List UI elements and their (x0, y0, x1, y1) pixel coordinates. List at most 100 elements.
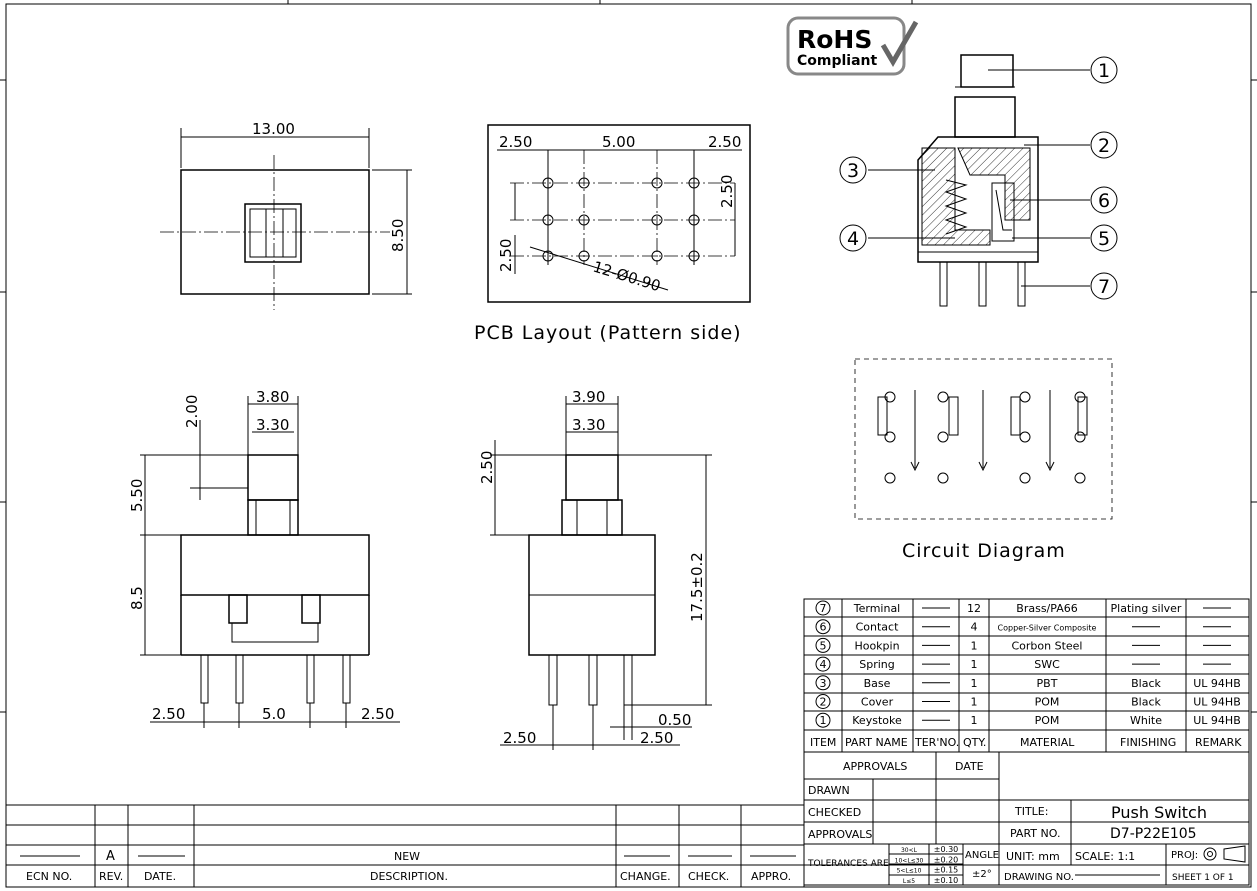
tolerance-value: ±0.10 (934, 876, 959, 885)
bom-cell-finishing: Black (1131, 696, 1161, 709)
rohs-logo-subtext: Compliant (797, 53, 878, 69)
pcb-dim-vert: 2.50 (718, 175, 736, 208)
section-view (917, 54, 1039, 307)
side-dim-250: 2.50 (478, 451, 496, 484)
angle-label: ANGLE (965, 850, 999, 861)
bom-header-name: PART NAME (845, 736, 908, 749)
top-height-dim: 8.50 (389, 219, 407, 252)
approvals-drawn: DRAWN (808, 784, 850, 797)
bom-item-circle (815, 600, 831, 616)
part-no-label: PART NO. (1010, 827, 1060, 840)
pcb-layout-title: PCB Layout (Pattern side) (474, 322, 742, 344)
rev-header-check: CHECK. (688, 870, 729, 883)
side-dim-bottom-left: 2.50 (503, 729, 536, 747)
bom-header-qty: QTY. (963, 736, 986, 749)
proj-label: PROJ: (1171, 850, 1198, 861)
bom-cell-name: Spring (859, 658, 895, 671)
bom-cell-remark: UL 94HB (1193, 714, 1241, 727)
tolerance-value: ±0.20 (934, 855, 959, 864)
tolerance-value: ±0.15 (934, 866, 959, 875)
pcb-dim-right: 2.50 (708, 133, 741, 151)
tolerance-value: ±0.30 (934, 845, 959, 854)
callout-1: 1 (1098, 60, 1110, 82)
tolerances-label: TOLERANCES ARE (807, 859, 889, 869)
bom-cell-qty: 4 (971, 621, 978, 634)
bom-cell-material: Corbon Steel (1011, 639, 1082, 652)
bom-cell-qty: 1 (971, 714, 978, 727)
rev-header-desc: DESCRIPTION. (370, 870, 448, 883)
side-dim-390: 3.90 (572, 388, 605, 406)
bom-item-circle (815, 619, 831, 635)
title-label: TITLE: (1014, 805, 1048, 818)
bom-cell-qty: 1 (971, 677, 978, 690)
callout-2: 2 (1098, 135, 1110, 157)
front-dim-bottom-left: 2.50 (152, 705, 185, 723)
side-dim-175: 17.5±0.2 (688, 552, 706, 622)
front-dim-200: 2.00 (183, 395, 201, 428)
bom-cell-name: Contact (856, 621, 899, 634)
bom-cell-material: Copper-Silver Composite (998, 624, 1097, 633)
circuit-diagram-title: Circuit Diagram (902, 540, 1066, 562)
bom-item-circle (815, 712, 831, 728)
bom-cell-material: POM (1035, 714, 1060, 727)
front-dim-330: 3.30 (256, 416, 289, 434)
bom-cell-item: 5 (820, 639, 827, 652)
side-dim-330: 3.30 (572, 416, 605, 434)
callout-3: 3 (847, 160, 859, 182)
pcb-holes-note: 12-Ø0.90 (591, 258, 663, 296)
bom-header-finishing: FINISHING (1120, 736, 1176, 749)
bom-cell-item: 3 (820, 677, 827, 690)
tolerance-range: 30<L (901, 847, 918, 854)
front-dim-380: 3.80 (256, 388, 289, 406)
approvals-approvals: APPROVALS (808, 828, 872, 841)
unit-label: UNIT: mm (1006, 850, 1060, 863)
title-block: APPROVALS DATE DRAWN CHECKED APPROVALS T… (803, 751, 1250, 886)
bom-cell-material: SWC (1034, 658, 1060, 671)
bom-cell-item: 2 (820, 696, 827, 709)
front-view: 3.80 3.30 2.00 5.50 8.5 2.50 5.0 2.50 (128, 388, 400, 728)
part-no-value: D7-P22E105 (1110, 826, 1197, 842)
rev-header-ecn: ECN NO. (26, 870, 72, 883)
bom-cell-finishing: Black (1131, 677, 1161, 690)
rohs-logo: RoHS Compliant (786, 16, 919, 76)
bom-cell-remark: UL 94HB (1193, 677, 1241, 690)
bom-item-circle (815, 637, 831, 653)
bom-cell-finishing: Plating silver (1111, 602, 1182, 615)
rev-header-change: CHANGE. (620, 870, 671, 883)
bom-cell-material: POM (1035, 696, 1060, 709)
callout-5: 5 (1098, 228, 1110, 250)
top-view: 13.00 8.50 (160, 120, 412, 310)
projection-symbol (1203, 845, 1246, 863)
drawing-no-label: DRAWING NO. (1004, 872, 1074, 883)
bom-item-circle (815, 675, 831, 691)
bom-cell-item: 7 (820, 602, 827, 615)
bom-cell-qty: 1 (971, 658, 978, 671)
pcb-dim-mid: 5.00 (602, 133, 635, 151)
bom-cell-name: Keystoke (852, 714, 902, 727)
scale-label: SCALE: 1:1 (1075, 850, 1135, 863)
bom-cell-name: Cover (861, 696, 894, 709)
rev-header-date: DATE. (144, 870, 176, 883)
side-dim-050: 0.50 (658, 711, 691, 729)
side-dim-bottom-right: 2.50 (640, 729, 673, 747)
bom-cell-name: Terminal (853, 602, 901, 615)
bom-cell-material: Brass/PA66 (1016, 602, 1077, 615)
approvals-header: APPROVALS (843, 760, 907, 773)
top-width-dim: 13.00 (252, 120, 295, 138)
callout-4: 4 (847, 228, 859, 250)
tolerance-range: L≤5 (903, 878, 915, 885)
bom-cell-finishing: White (1130, 714, 1162, 727)
bom-cell-qty: 1 (971, 696, 978, 709)
bom-cell-material: PBT (1037, 677, 1058, 690)
bom-header-remark: REMARK (1195, 736, 1242, 749)
bom-item-circle (815, 694, 831, 709)
approvals-checked: CHECKED (808, 806, 861, 819)
front-dim-85: 8.5 (128, 586, 146, 610)
rohs-logo-text: RoHS (797, 25, 872, 54)
callout-7: 7 (1098, 276, 1110, 298)
bom-cell-name: Hookpin (854, 639, 899, 652)
callout-6: 6 (1098, 190, 1110, 212)
